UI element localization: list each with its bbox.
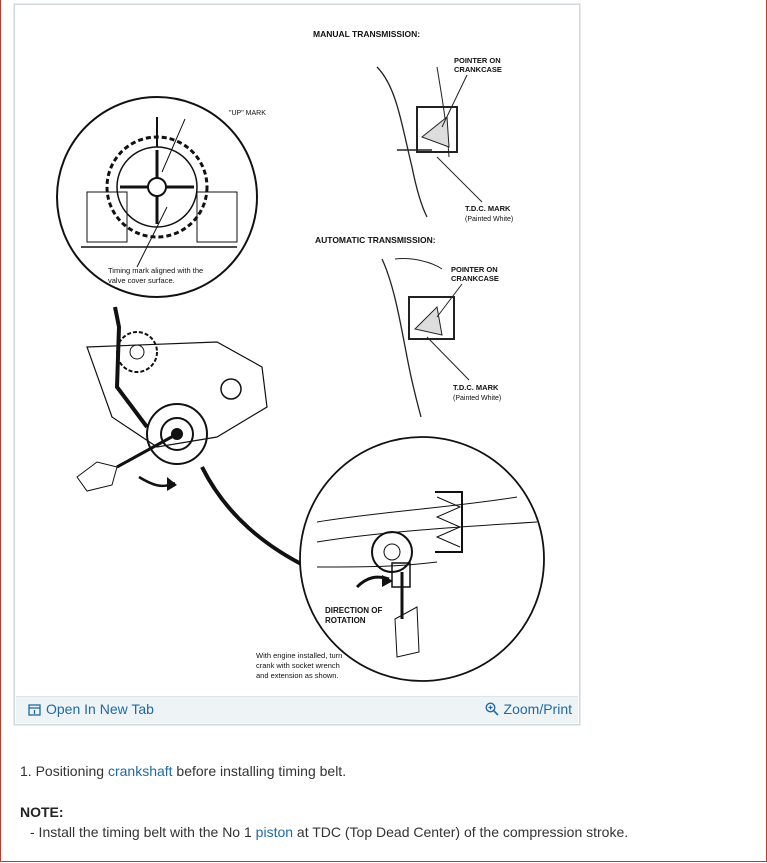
auto-pointer-line2: CRANKCASE (451, 274, 499, 283)
zoom-print-label: Zoom/Print (503, 701, 572, 717)
manual-tdc-line1: T.D.C. MARK (465, 204, 511, 213)
manual-pointer-line2: CRANKCASE (454, 65, 502, 74)
open-in-new-tab-label: Open In New Tab (46, 701, 154, 717)
note-label: NOTE: (20, 804, 64, 820)
new-tab-icon (28, 703, 41, 716)
figure-container: MANUAL TRANSMISSION: POINTER ON CRANKCAS… (14, 4, 580, 725)
timing-belt-diagram: MANUAL TRANSMISSION: POINTER ON CRANKCAS… (56, 29, 545, 682)
manual-tdc-line2: (Painted White) (465, 216, 513, 223)
auto-tdc-line1: T.D.C. MARK (453, 383, 499, 392)
install-line2: crank with socket wrench (256, 661, 340, 670)
timing-mark-line1: Timing mark aligned with the (108, 266, 203, 275)
timing-mark-line2: valve cover surface. (108, 276, 175, 285)
zoom-icon (485, 702, 499, 716)
crankshaft-link[interactable]: crankshaft (107, 763, 173, 779)
manual-pointer-line1: POINTER ON (454, 56, 501, 65)
auto-pointer-line1: POINTER ON (451, 265, 498, 274)
step-text: 1. Positioning crankshaft before install… (20, 763, 346, 779)
open-in-new-tab-link[interactable]: Open In New Tab (28, 701, 154, 717)
piston-link[interactable]: piston (255, 824, 294, 840)
note-text: - Install the timing belt with the No 1 … (30, 824, 628, 840)
install-line3: and extension as shown. (256, 671, 339, 680)
install-line1: With engine installed, turn (256, 651, 342, 660)
step-suffix: before installing timing belt. (172, 763, 347, 779)
auto-tdc-line2: (Painted White) (453, 395, 501, 402)
direction-line2: ROTATION (325, 616, 366, 625)
manual-transmission-title: MANUAL TRANSMISSION: (313, 29, 420, 39)
direction-line1: DIRECTION OF (325, 606, 382, 615)
up-mark-label: "UP" MARK (229, 110, 266, 117)
step-prefix: 1. Positioning (20, 763, 108, 779)
note-suffix: at TDC (Top Dead Center) of the compress… (293, 824, 629, 840)
note-prefix: - Install the timing belt with the No 1 (30, 824, 256, 840)
figure-toolbar: Open In New Tab Zoom/Print (16, 696, 578, 723)
automatic-transmission-title: AUTOMATIC TRANSMISSION: (315, 235, 436, 245)
zoom-print-link[interactable]: Zoom/Print (485, 701, 572, 717)
